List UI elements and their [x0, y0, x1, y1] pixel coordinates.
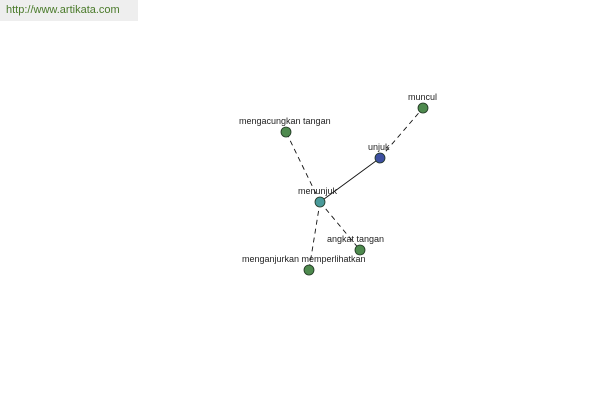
node-label-angkat-tangan: angkat tangan	[327, 234, 384, 244]
edge-menunjuk-menganjurkan-memperlihatkan	[308, 201, 321, 271]
watermark-url: http://www.artikata.com	[0, 0, 138, 21]
node-label-mengacungkan-tangan: mengacungkan tangan	[239, 116, 331, 126]
labels-layer: menunjuk unjuk muncul mengacungkan tangan an…	[239, 92, 437, 264]
node-label-unjuk: unjuk	[368, 142, 390, 152]
edge-menunjuk-angkat-tangan	[319, 201, 361, 251]
node-angkat-tangan[interactable]	[354, 244, 366, 256]
edge-menunjuk-unjuk	[319, 157, 381, 203]
node-unjuk[interactable]	[374, 152, 386, 164]
node-muncul[interactable]	[417, 102, 429, 114]
node-label-muncul: muncul	[408, 92, 437, 102]
node-menganjurkan-memperlihatkan[interactable]	[303, 264, 315, 276]
node-menunjuk[interactable]	[314, 196, 326, 208]
nodes-layer	[280, 102, 429, 276]
edges-layer	[285, 107, 424, 271]
node-label-menunjuk: menunjuk	[298, 186, 338, 196]
node-label-menganjurkan-memperlihatkan: menganjurkan memperlihatkan	[242, 254, 366, 264]
edge-menunjuk-mengacungkan-tangan	[285, 131, 321, 203]
node-mengacungkan-tangan[interactable]	[280, 126, 292, 138]
edge-unjuk-muncul	[379, 107, 424, 159]
